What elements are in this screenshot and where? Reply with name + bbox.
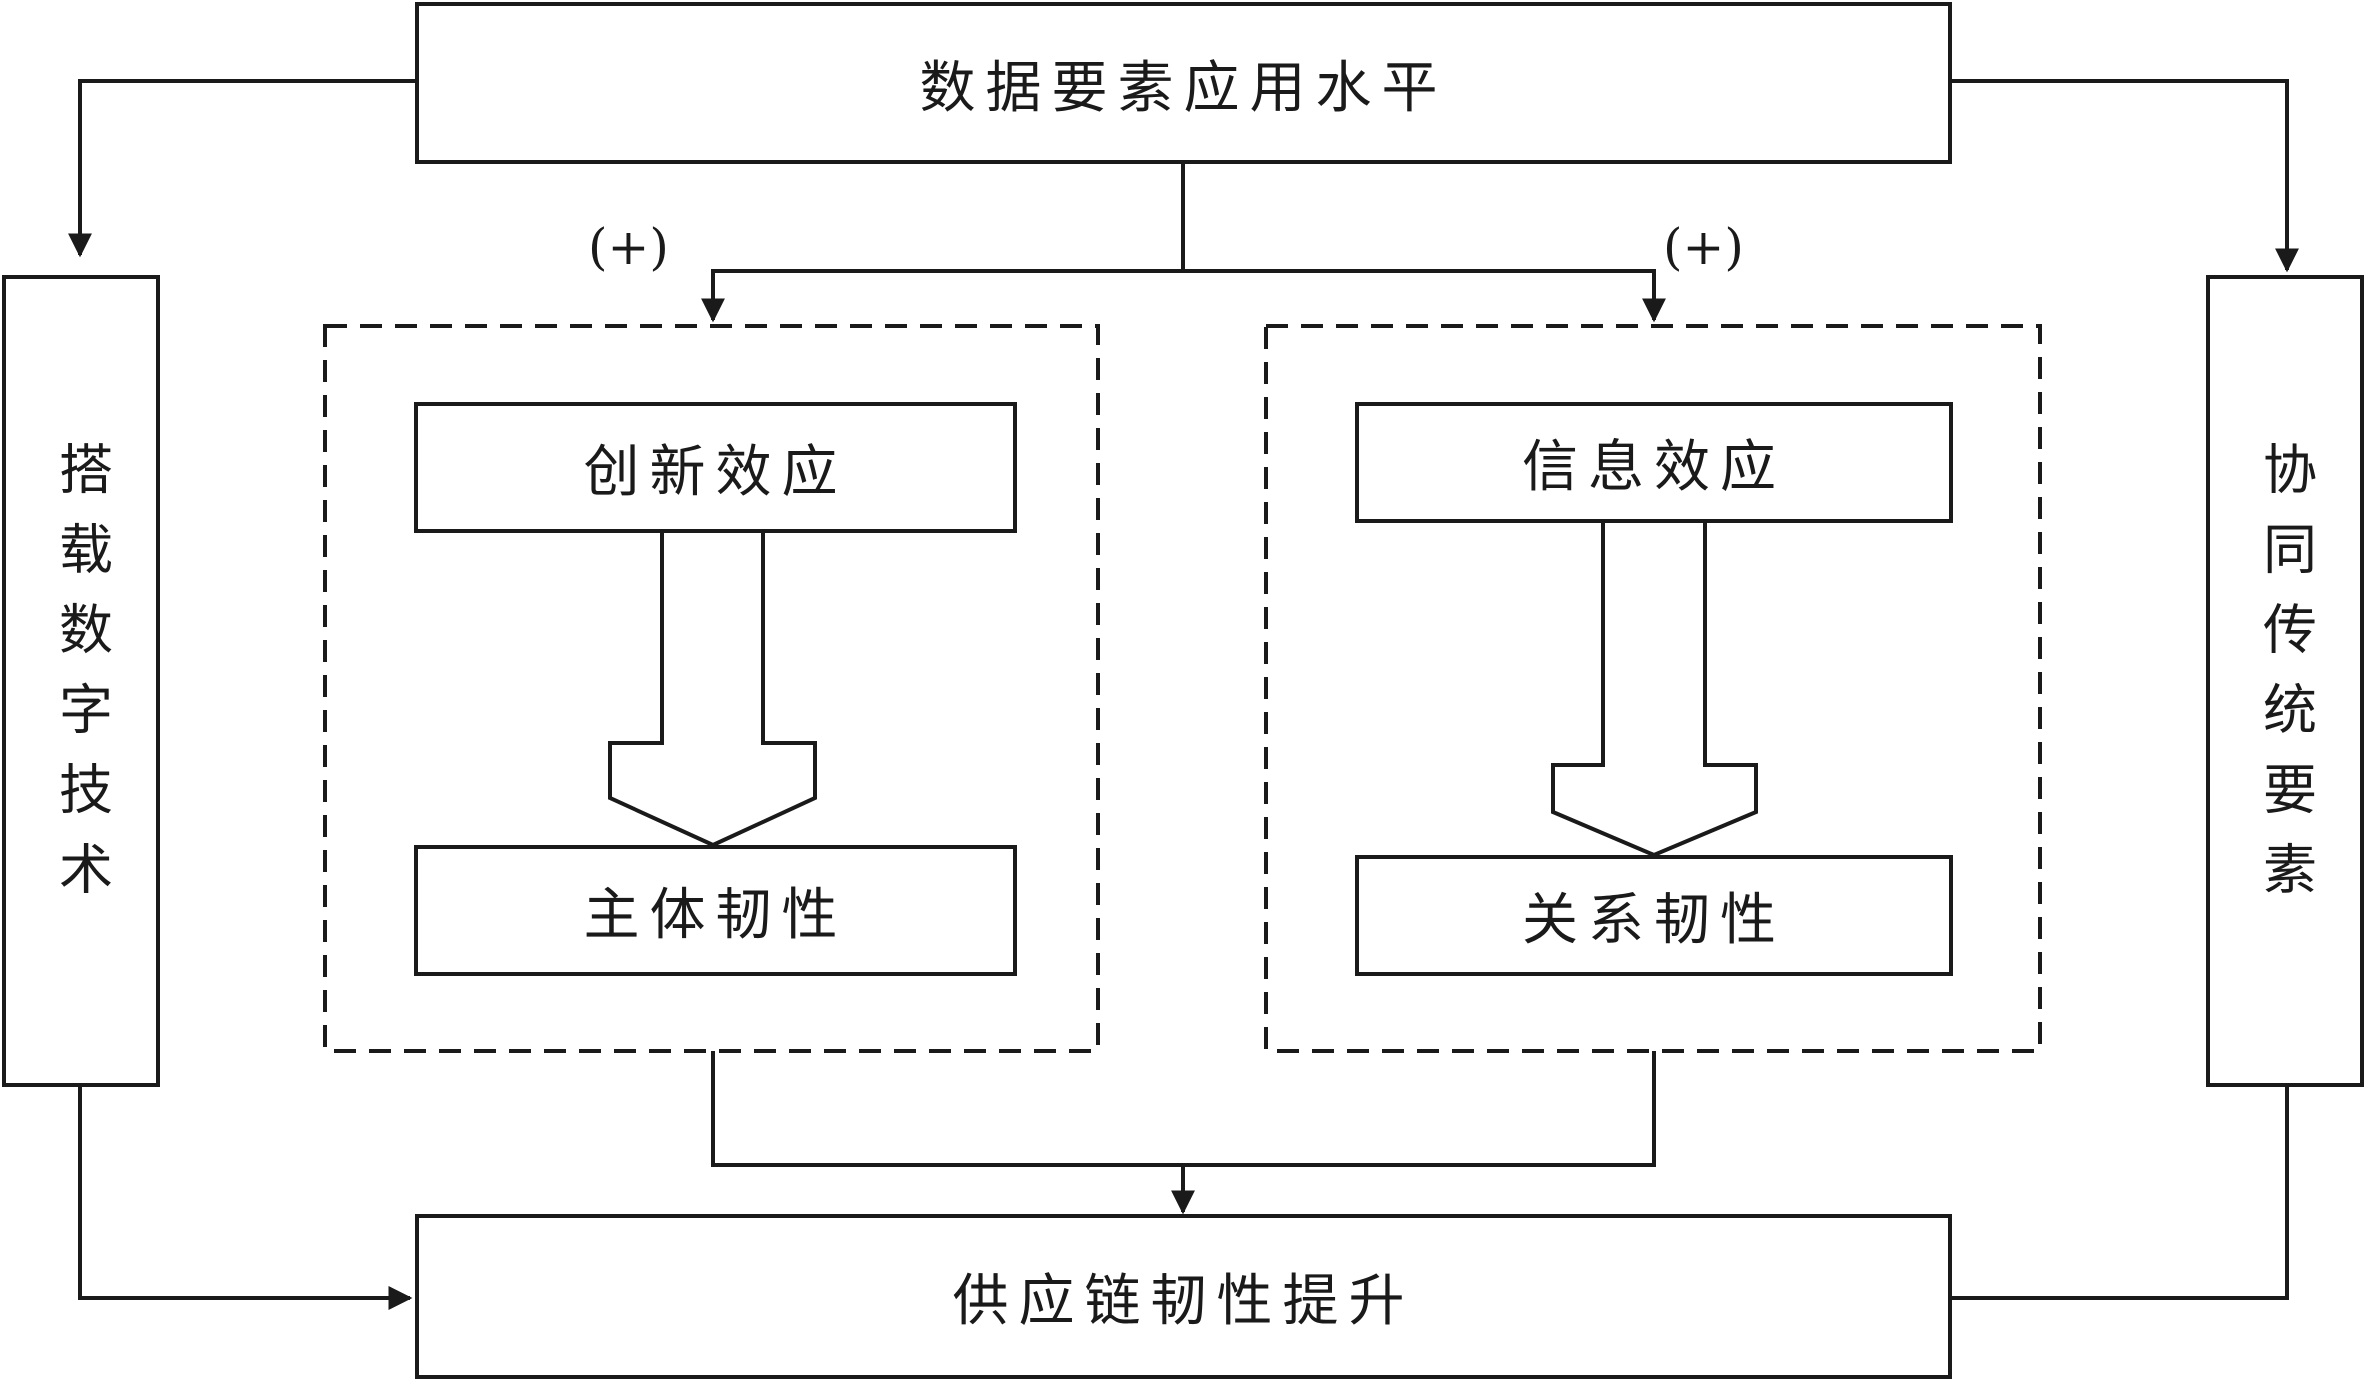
arrow-top-to-right-node — [1950, 79, 2299, 273]
left-group-frame — [323, 324, 1100, 1053]
bottom-node-label: 供应链韧性提升 — [952, 1269, 1415, 1334]
left-effect-label: 创新效应 — [583, 440, 848, 505]
left-outcome-label: 主体韧性 — [583, 883, 848, 948]
arrow-left-group-to-bottom — [711, 1051, 1183, 1167]
left-outcome-node: 主体韧性 — [414, 845, 1017, 976]
right-node: 协同传统要素 — [2206, 275, 2364, 1087]
right-effect-node: 信息效应 — [1355, 402, 1953, 523]
arrow-top-to-left-group — [701, 269, 1183, 323]
top-node-label: 数据要素应用水平 — [919, 55, 1448, 121]
left-effect-node: 创新效应 — [414, 402, 1017, 533]
left-node: 搭载数字技术 — [2, 275, 160, 1087]
right-block-arrow — [1551, 523, 1758, 858]
right-node-label: 协同传统要素 — [2253, 441, 2317, 921]
right-outcome-label: 关系韧性 — [1522, 888, 1786, 953]
left-node-label: 搭载数字技术 — [49, 441, 113, 921]
right-outcome-node: 关系韧性 — [1355, 855, 1953, 976]
right-effect-label: 信息效应 — [1522, 435, 1786, 500]
right-group-sign: (+) — [1663, 218, 1744, 276]
arrow-top-to-left-node — [68, 79, 415, 258]
top-node: 数据要素应用水平 — [415, 2, 1952, 164]
left-block-arrow — [608, 533, 817, 848]
bottom-node: 供应链韧性提升 — [415, 1214, 1952, 1379]
arrow-top-to-right-group — [1183, 269, 1666, 323]
arrow-right-node-to-bottom — [1950, 1087, 2289, 1300]
arrow-left-node-to-bottom — [78, 1087, 413, 1310]
left-group-sign: (+) — [588, 218, 669, 276]
arrow-right-group-to-bottom — [1183, 1051, 1656, 1167]
right-group-frame — [1264, 324, 2042, 1053]
